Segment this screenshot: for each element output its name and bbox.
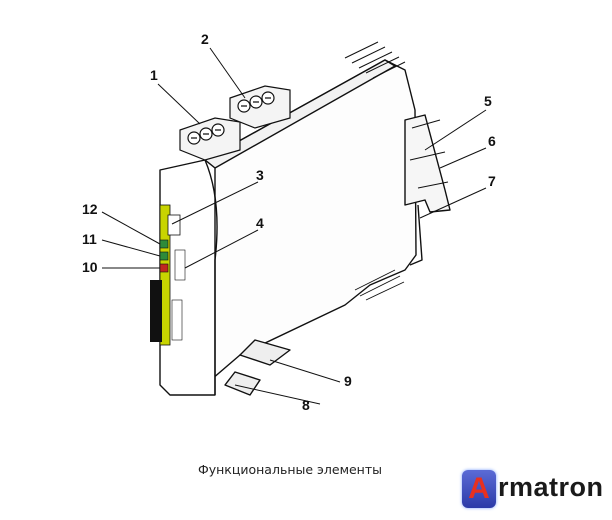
rotary-selector <box>174 249 186 281</box>
led-stripe <box>159 204 171 346</box>
logo-text: rmatron <box>498 472 604 502</box>
terminal-block-top-front <box>179 117 241 161</box>
callout-8: 8 <box>302 397 310 413</box>
armatron-logo: A rmatron <box>462 470 607 510</box>
brand-plate <box>171 299 183 341</box>
callout-4: 4 <box>256 215 264 231</box>
terminal-block-top-rear <box>229 85 291 129</box>
callout-2: 2 <box>201 31 209 47</box>
front-label-strip <box>150 280 162 342</box>
module-housing <box>159 41 451 396</box>
callout-9: 9 <box>344 373 352 389</box>
callout-5: 5 <box>484 93 492 109</box>
callout-6: 6 <box>488 133 496 149</box>
callout-12: 12 <box>82 201 98 217</box>
logo-box <box>462 470 496 508</box>
figure-caption: Функциональные элементы <box>197 462 383 477</box>
callout-3: 3 <box>256 167 264 183</box>
led-10 <box>159 263 169 273</box>
callout-10: 10 <box>82 259 98 275</box>
callout-1: 1 <box>150 67 158 83</box>
dip-switch <box>167 214 181 236</box>
front-panel <box>150 204 186 346</box>
callout-7: 7 <box>488 173 496 189</box>
callout-11: 11 <box>82 231 97 247</box>
logo-letter: A <box>468 472 490 505</box>
leader-lines <box>101 47 487 405</box>
led-11 <box>159 251 169 261</box>
led-12 <box>159 239 169 249</box>
